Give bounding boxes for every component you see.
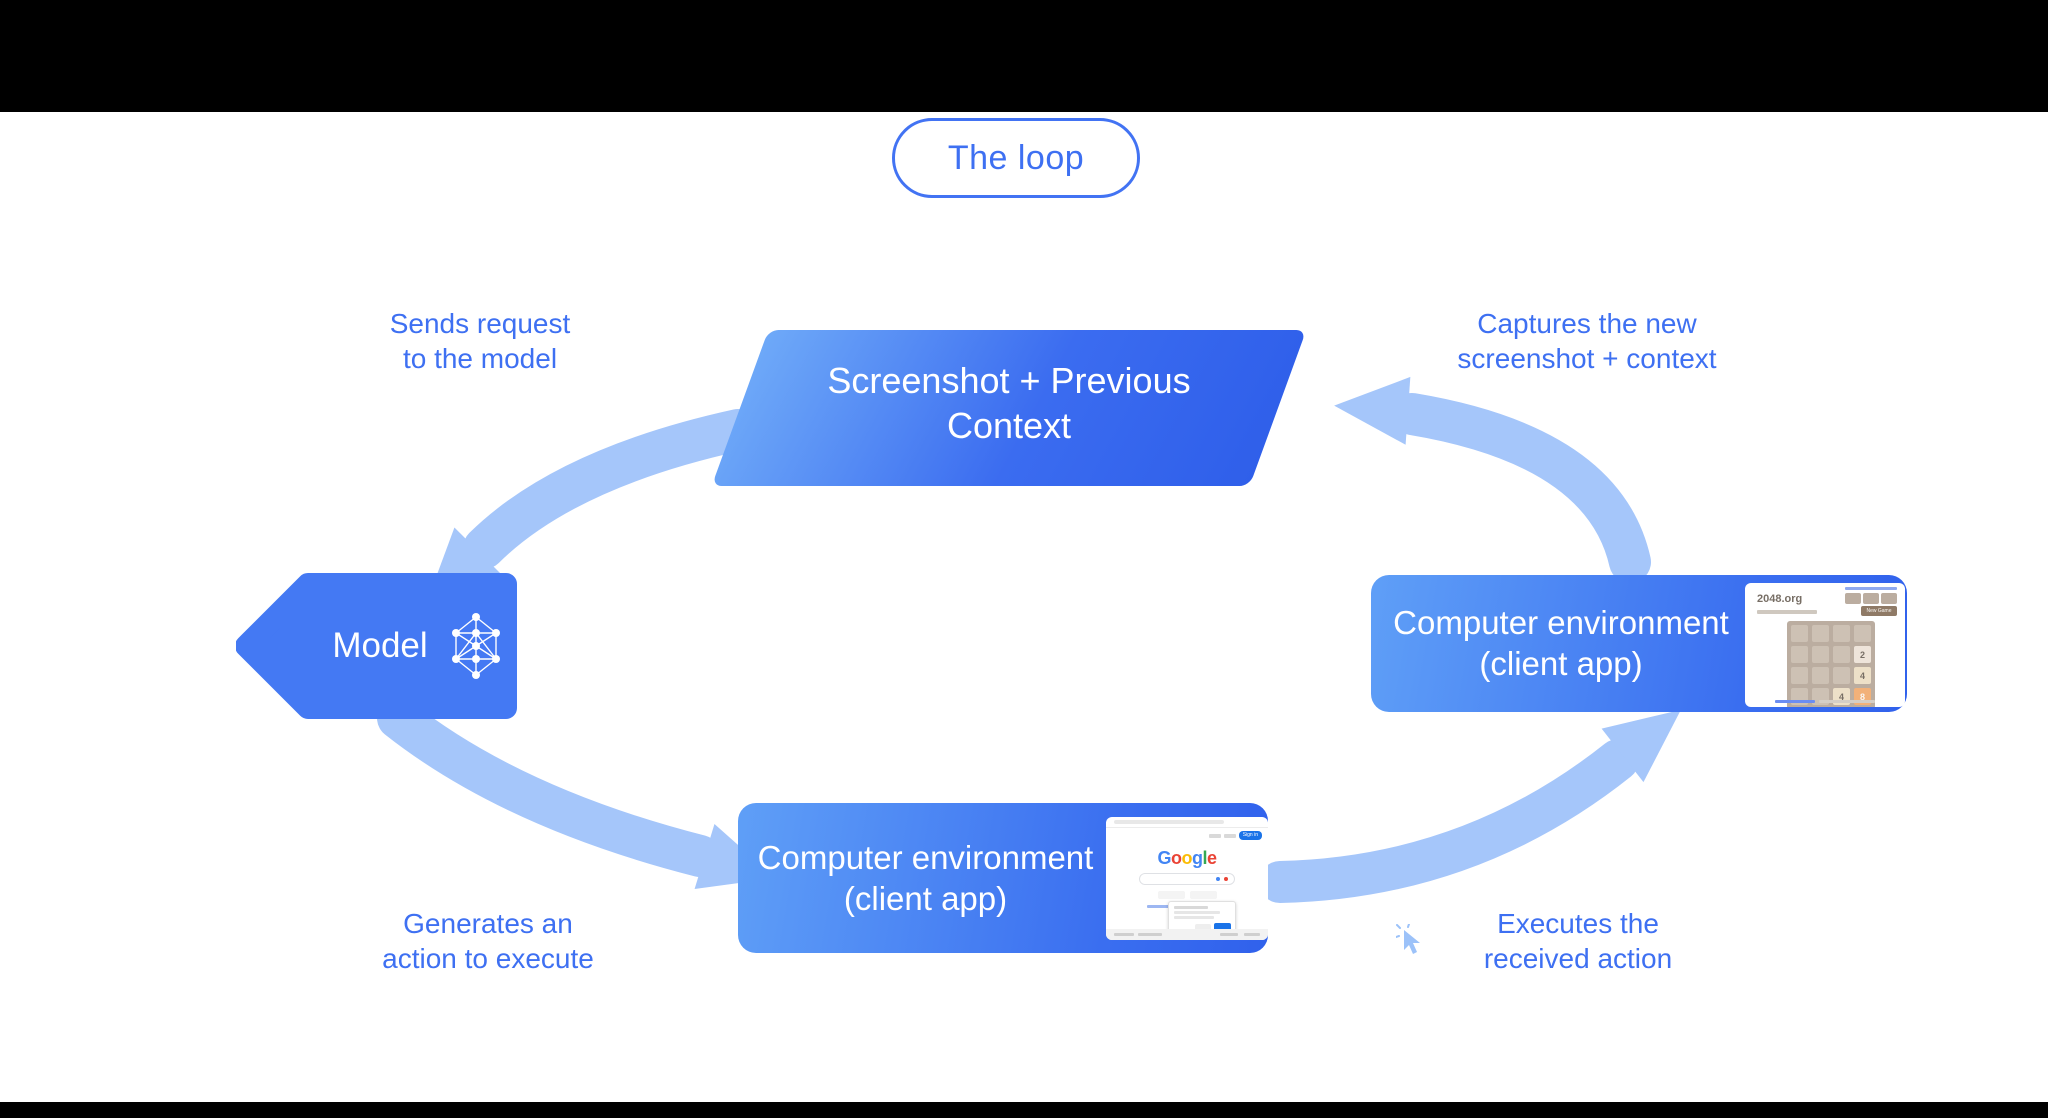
- dialog-secondary-button: [1195, 924, 1211, 931]
- score-boxes: [1845, 593, 1897, 604]
- address-bar: [1106, 817, 1268, 828]
- search-buttons: [1106, 891, 1268, 899]
- new-game-button: New Game: [1861, 606, 1897, 616]
- google-logo: Google: [1157, 848, 1217, 868]
- site-title: 2048.org: [1757, 593, 1803, 605]
- model-node: Model: [235, 570, 528, 726]
- search-input: [1139, 873, 1235, 885]
- arrow-env-to-context: [1391, 393, 1651, 583]
- context-node: Screenshot + Previous Context: [711, 330, 1307, 486]
- neural-network-icon: [451, 613, 500, 679]
- model-pentagon: [235, 573, 517, 719]
- footer-text-bar: [1819, 700, 1875, 703]
- context-label: Screenshot + Previous Context: [827, 360, 1191, 446]
- screenshot-google-home: Sign in Google: [1106, 817, 1268, 940]
- model-label: Model: [332, 626, 428, 665]
- dialog-primary-button: [1214, 923, 1231, 931]
- bottom-letterbox-bar: [0, 1102, 2048, 1118]
- arrow-env-to-env: [1259, 739, 1639, 903]
- footer-link-bar: [1775, 700, 1815, 703]
- images-link-bar: [1223, 833, 1236, 838]
- link-bar: [1845, 587, 1897, 590]
- top-nav: Sign in: [1208, 831, 1262, 840]
- edge-label-capture-state: Captures the new screenshot + context: [1457, 308, 1717, 374]
- arrow-context-to-model: [463, 409, 759, 569]
- click-cursor-icon: [1396, 924, 1420, 954]
- loop-title: The loop: [947, 138, 1085, 177]
- arrowhead-icon: [1334, 376, 1411, 445]
- sign-in-button: Sign in: [1238, 831, 1262, 840]
- edge-label-execute-action: Executes the received action: [1483, 908, 1673, 974]
- mic-icon: [1224, 877, 1228, 881]
- arrowhead-icon: [1601, 709, 1681, 783]
- edge-label-generate-action: Generates an action to execute: [382, 908, 594, 974]
- env-right-label: Computer environment (client app): [1393, 604, 1729, 682]
- lens-icon: [1216, 877, 1220, 881]
- env-bottom-label: Computer environment (client app): [757, 839, 1094, 917]
- loop-title-pill: The loop: [892, 118, 1140, 198]
- edge-label-send-request: Sends request to the model: [389, 308, 571, 374]
- arrow-model-to-env: [377, 697, 721, 877]
- footer-bar: [1106, 929, 1268, 940]
- gmail-link-bar: [1208, 833, 1221, 838]
- top-letterbox-bar: [0, 0, 2048, 112]
- tagline-bar: [1757, 610, 1817, 614]
